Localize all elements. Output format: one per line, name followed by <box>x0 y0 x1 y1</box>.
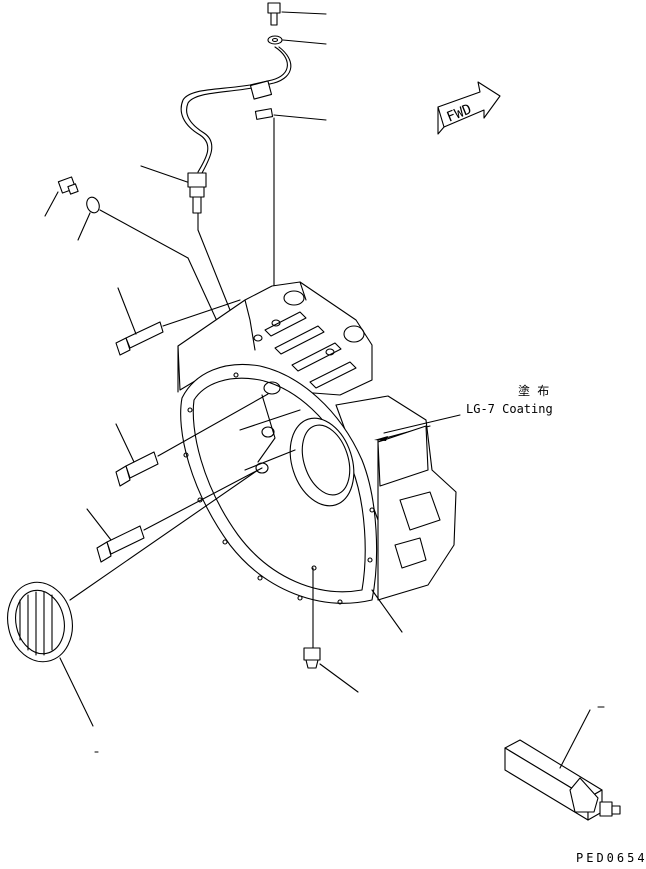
coating-callout: 塗 布 LG-7 Coating <box>374 383 553 487</box>
turning-tool <box>504 706 621 821</box>
top-bolt <box>267 2 327 26</box>
fwd-arrow-icon: FWD <box>437 81 501 135</box>
coating-label-jp: 塗 布 <box>518 383 549 398</box>
oil-seal <box>7 469 259 727</box>
drain-plug <box>303 567 359 693</box>
coating-label: LG-7 Coating <box>466 402 553 416</box>
plug <box>44 176 79 217</box>
bolt-upper <box>115 287 241 356</box>
bolt-middle <box>115 393 269 487</box>
plug-washer <box>77 196 223 333</box>
bolt-lower <box>86 467 263 563</box>
drawing-code: PED0654 <box>576 851 646 865</box>
wire-harness-sensor <box>140 46 327 326</box>
top-washer <box>267 35 327 45</box>
